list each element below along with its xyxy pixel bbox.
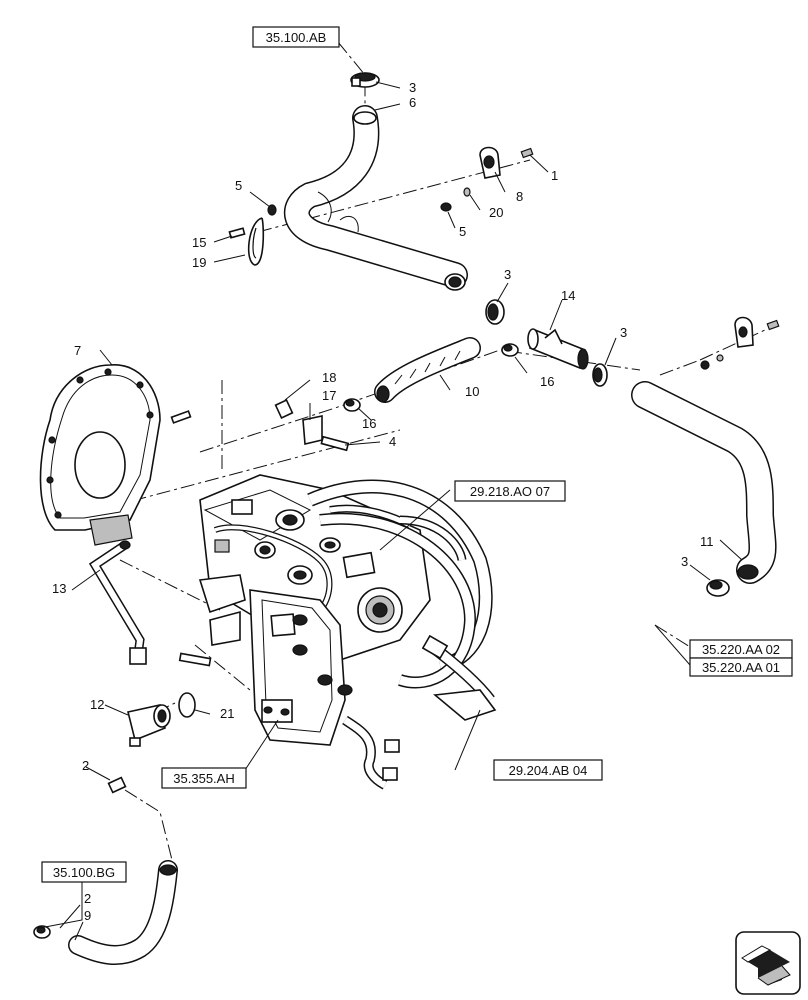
ref-box-35-100-ab[interactable]: 35.100.AB (252, 26, 340, 48)
ref-box-35-220-aa-01[interactable]: 35.220.AA 01 (689, 657, 793, 677)
callout-14[interactable]: 14 (561, 288, 575, 303)
callout-16[interactable]: 16 (362, 416, 376, 431)
callout-11[interactable]: 11 (700, 534, 714, 549)
hose-10 (374, 337, 481, 403)
ref-box-35-100-bg[interactable]: 35.100.BG (41, 861, 127, 883)
control-valve-block (178, 589, 400, 790)
ref-label: 35.100.AB (266, 30, 327, 45)
ref-label: 35.220.AA 02 (702, 642, 780, 657)
callout-4[interactable]: 4 (389, 434, 396, 449)
fitting-12 (107, 692, 196, 794)
callout-13[interactable]: 13 (52, 581, 66, 596)
callout-3[interactable]: 3 (409, 80, 416, 95)
hydraulic-hoses-center (307, 479, 497, 721)
callout-3[interactable]: 3 (504, 267, 511, 282)
bracket-8 (440, 146, 534, 212)
callout-9[interactable]: 9 (84, 908, 91, 923)
callout-12[interactable]: 12 (90, 697, 104, 712)
callout-1[interactable]: 1 (551, 168, 558, 183)
clamp-16 (343, 343, 519, 412)
callout-5[interactable]: 5 (235, 178, 242, 193)
ref-label: 29.204.AB 04 (509, 763, 588, 778)
callout-18[interactable]: 18 (322, 370, 336, 385)
p-clamp-19 (228, 204, 277, 266)
ref-box-29-218-ao-07[interactable]: 29.218.AO 07 (454, 480, 566, 502)
ref-label: 35.100.BG (53, 865, 115, 880)
hose-11 (631, 381, 777, 584)
callout-3[interactable]: 3 (681, 554, 688, 569)
callout-15[interactable]: 15 (192, 235, 206, 250)
clamp-3-mid (485, 299, 505, 325)
leader-lines (39, 81, 743, 941)
ref-box-35-355-ah[interactable]: 35.355.AH (161, 767, 247, 789)
ref-box-29-204-ab-04[interactable]: 29.204.AB 04 (493, 759, 603, 781)
hose-upper (283, 105, 468, 291)
callout-6[interactable]: 6 (409, 95, 416, 110)
callout-8[interactable]: 8 (516, 189, 523, 204)
callout-16[interactable]: 16 (540, 374, 554, 389)
bracket-right (700, 316, 780, 370)
hose-9 (33, 860, 178, 965)
callout-21[interactable]: 21 (220, 706, 234, 721)
callout-7[interactable]: 7 (74, 343, 81, 358)
callout-10[interactable]: 10 (465, 384, 479, 399)
ref-label: 35.220.AA 01 (702, 660, 780, 675)
ref-label: 35.355.AH (173, 771, 234, 786)
ref-box-35-220-aa-02[interactable]: 35.220.AA 02 (689, 639, 793, 659)
callout-20[interactable]: 20 (489, 205, 503, 220)
ref-label: 29.218.AO 07 (470, 484, 550, 499)
bracket-17 (274, 399, 350, 452)
callout-19[interactable]: 19 (192, 255, 206, 270)
flywheel-housing-7 (39, 364, 192, 546)
tube-14 (527, 328, 589, 370)
callout-numbers: 3 6 1 8 20 5 5 15 19 3 14 3 16 10 7 18 1… (52, 80, 714, 923)
clamp-3-top (350, 72, 380, 88)
clamp-3-lower (706, 579, 730, 597)
callout-2[interactable]: 2 (84, 891, 91, 906)
callout-3[interactable]: 3 (620, 325, 627, 340)
phantom-lines (59, 41, 766, 861)
callout-5[interactable]: 5 (459, 224, 466, 239)
pipe-13 (88, 540, 147, 665)
callout-2[interactable]: 2 (82, 758, 89, 773)
callout-17[interactable]: 17 (322, 388, 336, 403)
view-direction-arrow-icon (735, 931, 801, 995)
clamp-3-right (592, 363, 608, 387)
